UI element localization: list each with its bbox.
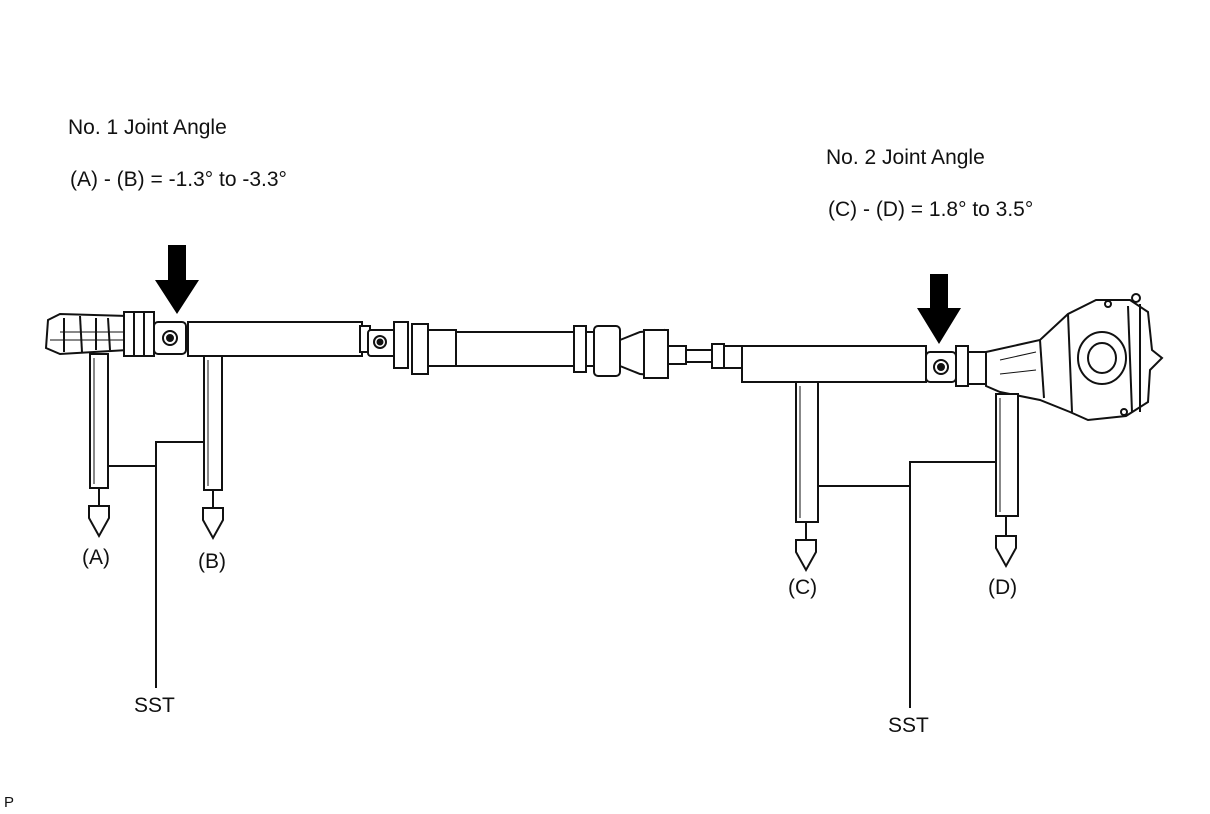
joint2-formula: (C) - (D) = 1.8° to 3.5° <box>828 198 1034 221</box>
point-d-label: (D) <box>988 576 1018 599</box>
gauge-a <box>88 353 110 539</box>
sst-right-leader <box>818 461 996 708</box>
transmission-output-end <box>44 311 155 357</box>
gauge-b <box>202 355 224 541</box>
point-c-label: (C) <box>788 576 818 599</box>
center-shaft-tube <box>455 331 575 367</box>
no1-joint-arrow <box>155 245 199 314</box>
sst-right-label: SST <box>888 714 929 737</box>
sst-left-label: SST <box>134 694 175 717</box>
rear-differential <box>985 293 1164 422</box>
joint2-title: No. 2 Joint Angle <box>826 146 985 169</box>
joint1-formula: (A) - (B) = -1.3° to -3.3° <box>70 168 287 191</box>
sst-left-leader <box>108 441 204 688</box>
point-a-label: (A) <box>82 546 110 569</box>
rear-shaft-tube <box>741 345 927 383</box>
no1-universal-joint <box>153 321 187 355</box>
gauge-c <box>795 381 819 573</box>
no2-universal-joint <box>925 345 987 387</box>
gauge-d <box>995 393 1019 569</box>
corner-code: P <box>4 794 15 811</box>
no2-joint-arrow <box>917 274 961 344</box>
center-support-bearing <box>573 325 743 379</box>
front-shaft-tube <box>187 321 363 357</box>
joint1-title: No. 1 Joint Angle <box>68 116 227 139</box>
middle-universal-joint <box>367 321 457 375</box>
point-b-label: (B) <box>198 550 226 573</box>
